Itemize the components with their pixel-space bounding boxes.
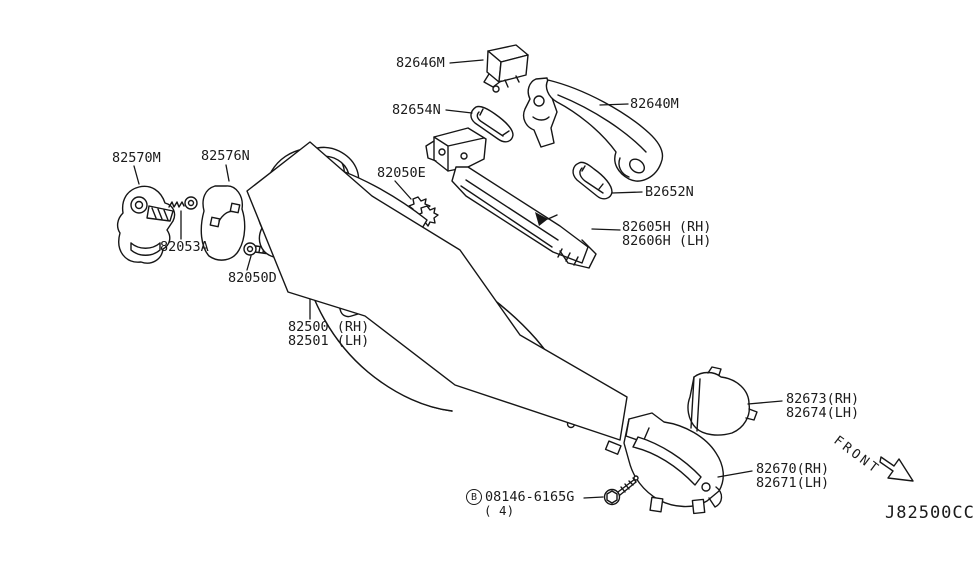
part-label-82654n: 82654N <box>392 102 441 118</box>
part-82670-drawing <box>604 412 724 515</box>
part-label-82671: 82671(LH) <box>756 475 830 491</box>
part-82673-drawing <box>687 366 758 436</box>
part-label-82674: 82674(LH) <box>786 405 860 421</box>
part-label-82606h: 82606H (LH) <box>622 233 712 249</box>
part-label-82646m: 82646M <box>396 55 445 71</box>
part-label-b2652n: B2652N <box>645 184 694 200</box>
part-b2652n-drawing <box>572 161 613 200</box>
part-label-82050d: 82050D <box>228 270 277 286</box>
part-82053a-drawing <box>168 196 198 210</box>
part-label-82640m: 82640M <box>630 96 679 112</box>
part-82605h-drawing <box>425 127 597 269</box>
part-82570m-drawing <box>116 185 176 264</box>
diagram-code: J82500CC <box>885 503 975 523</box>
part-label-82605h-82606h: 82605H (RH)82606H (LH) <box>622 220 711 248</box>
part-label-82501: 82501 (LH) <box>288 333 370 349</box>
bolt-quantity-label: ( 4) <box>484 503 515 518</box>
bolt-part-number-label: 08146-6165G <box>485 489 575 505</box>
part-label-82500: 82500 (RH) <box>288 319 370 335</box>
part-label-82673-82674: 82673(RH)82674(LH) <box>786 392 859 420</box>
part-label-82500-82501: 82500 (RH)82501 (LH) <box>288 320 369 348</box>
part-label-82670: 82670(RH) <box>756 461 830 477</box>
highlight-outline <box>246 141 628 441</box>
part-label-82576n: 82576N <box>201 148 250 164</box>
part-label-82673: 82673(RH) <box>786 391 860 407</box>
front-arrow-icon <box>879 456 914 482</box>
part-label-82570m: 82570M <box>112 150 161 166</box>
bolt-letter-badge: B <box>466 489 482 505</box>
part-label-82670-82671: 82670(RH)82671(LH) <box>756 462 829 490</box>
part-label-82605h: 82605H (RH) <box>622 219 712 235</box>
part-82050d-drawing <box>243 242 268 256</box>
part-82576n-drawing <box>200 185 246 261</box>
leader-lines <box>133 59 783 499</box>
part-82654n-drawing <box>470 105 514 143</box>
part-label-82050e: 82050E <box>377 165 426 181</box>
part-08146-bolt-drawing <box>603 475 639 506</box>
part-label-82053a: 82053A <box>160 239 209 255</box>
part-82640m-drawing <box>522 77 664 182</box>
part-82646m-drawing <box>483 44 529 93</box>
